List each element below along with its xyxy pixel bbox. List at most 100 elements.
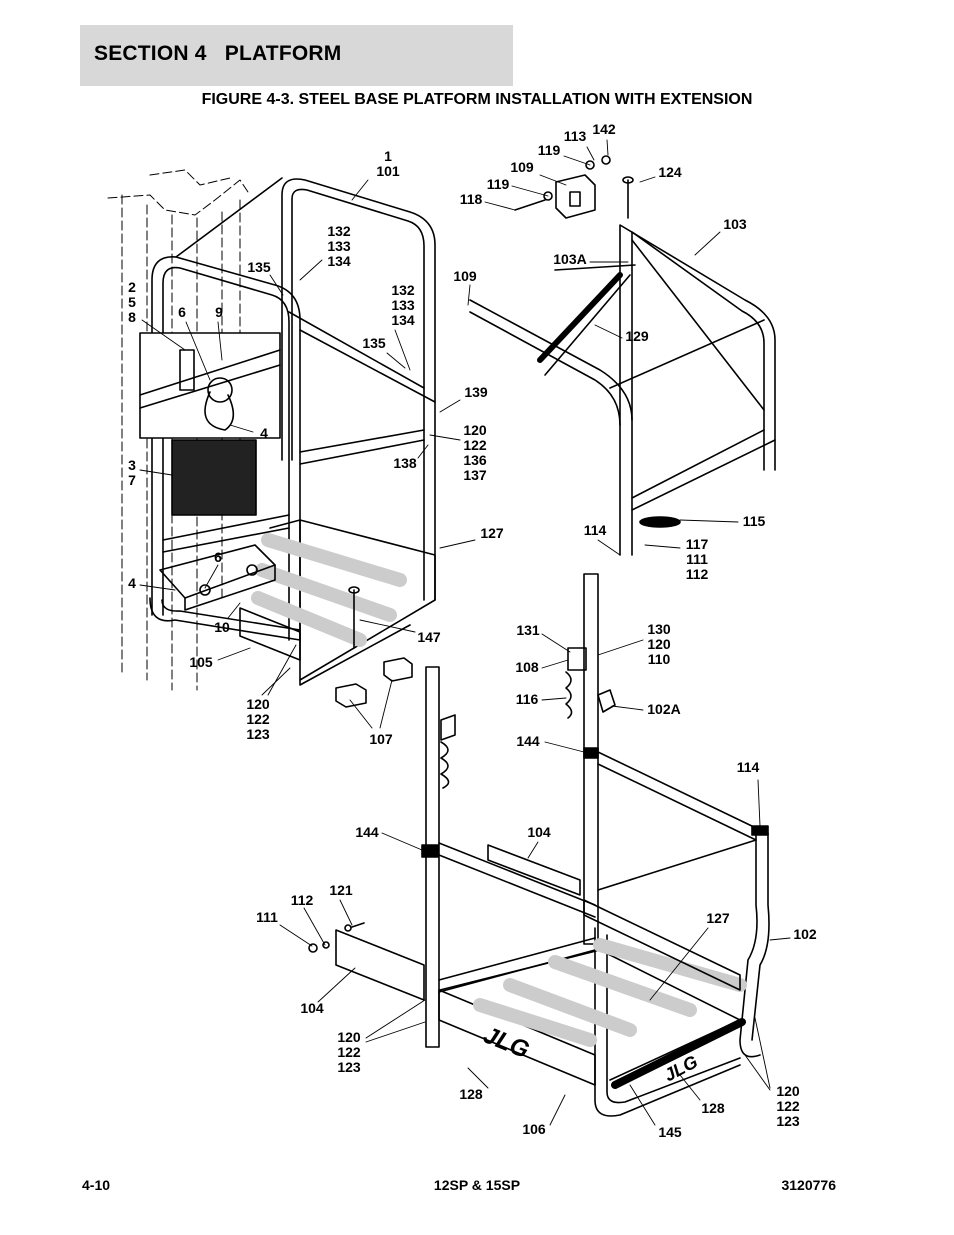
callout-line: 121 [329,882,353,898]
callout-c127b: 127 [706,910,730,926]
callout-line: 1 [384,148,392,164]
gate-frame [469,224,776,556]
callout-line: 6 [178,304,186,320]
callout-c138: 138 [393,455,417,471]
callout-line: 116 [516,691,539,707]
leader-lines [139,139,791,1126]
callout-c135b: 135 [362,335,386,351]
callout-line: 4 [260,425,268,441]
loose-hardware [308,922,365,953]
callout-line: 9 [215,304,223,320]
callout-c118: 118 [460,191,483,207]
platform-left-floor [239,519,436,686]
callout-c102a: 102A [647,701,680,717]
callout-line: 4 [128,575,136,591]
callout-line: 112 [686,566,709,582]
callout-line: 105 [189,654,213,670]
callout-line: 122 [246,711,270,727]
callout-c147: 147 [417,629,441,645]
page-number: 4-10 [82,1177,111,1193]
callout-c103: 103 [723,216,747,232]
callout-c104b: 104 [300,1000,324,1016]
callout-line: 118 [460,191,483,207]
latch-assembly [440,647,616,789]
callout-line: 103 [723,216,747,232]
callout-c144b: 144 [355,824,379,840]
callout-line: 10 [214,619,230,635]
callout-c109a: 109 [510,159,534,175]
callout-line: 111 [686,551,708,567]
callout-c116: 116 [516,691,539,707]
platform-left-rails [149,177,436,641]
callout-c114a: 114 [584,522,607,538]
callout-line: 120 [647,636,671,652]
callout-line: 136 [463,452,487,468]
callout-line: 109 [510,159,534,175]
callout-c142: 142 [592,121,616,137]
callout-line: 145 [658,1124,682,1140]
callout-line: 127 [480,525,504,541]
callout-line: 147 [417,629,441,645]
callout-line: 128 [459,1086,483,1102]
callout-line: 111 [256,909,278,925]
callout-c114b: 114 [737,759,760,775]
section-header-bar: SECTION 4 PLATFORM [80,25,513,86]
callout-c115: 115 [743,513,766,529]
callout-line: 134 [391,312,415,328]
callout-line: 127 [706,910,730,926]
mount-bracket-detail [139,332,281,516]
callout-line: 142 [592,121,616,137]
callout-c112: 112 [291,892,314,908]
callout-line: 122 [776,1098,800,1114]
callout-line: 104 [527,824,551,840]
callout-c128a: 128 [459,1086,483,1102]
callout-c119b: 119 [487,176,510,192]
callout-line: 102 [793,926,817,942]
callout-line: 114 [737,759,760,775]
callout-c104a: 104 [527,824,551,840]
figure-title: FIGURE 4-3. STEEL BASE PLATFORM INSTALLA… [201,91,753,108]
callout-line: 122 [337,1044,361,1060]
callout-c127a: 127 [480,525,504,541]
callout-c10: 10 [214,619,230,635]
callout-line: 130 [647,621,671,637]
callout-line: 3 [128,457,136,473]
callout-line: 135 [362,335,386,351]
callout-c105: 105 [189,654,213,670]
callout-line: 106 [522,1121,546,1137]
lower-clamp-detail [159,544,276,611]
callout-line: 133 [327,238,351,254]
callout-c145: 145 [658,1124,682,1140]
callout-line: 115 [743,513,766,529]
callout-line: 108 [515,659,539,675]
callout-c6b: 6 [214,549,222,565]
callout-line: 122 [463,437,487,453]
callout-line: 113 [564,128,587,144]
callout-line: 131 [516,622,540,638]
callout-c109b: 109 [453,268,477,284]
callout-c103a: 103A [553,251,586,267]
callout-line: 134 [327,253,351,269]
callout-line: 119 [487,176,510,192]
callout-c124: 124 [658,164,682,180]
callout-line: 137 [463,467,487,483]
callout-c121: 121 [329,882,353,898]
hinge-bracket [514,155,634,219]
callout-line: 120 [246,696,270,712]
callout-line: 132 [327,223,351,239]
callout-line: 8 [128,309,136,325]
callout-line: 119 [538,142,561,158]
callout-c107: 107 [369,731,393,747]
model-name: 12SP & 15SP [433,1177,521,1193]
